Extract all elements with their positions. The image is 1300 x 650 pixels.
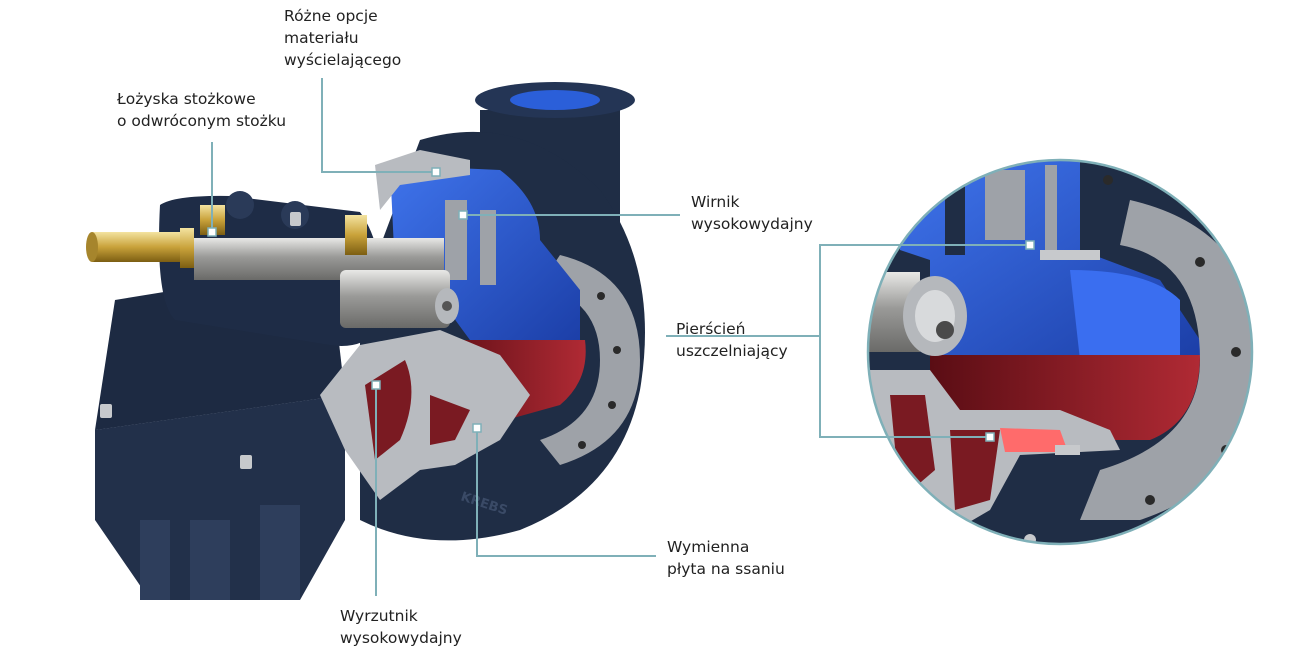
pump-shaft — [86, 205, 459, 328]
callout-impeller: Wirnik wysokowydajny — [691, 191, 813, 235]
callout-line: wysokowydajny — [691, 215, 813, 233]
callout-seal-ring: Pierścień uszczelniający — [676, 318, 788, 362]
pump-casing: KREBS — [320, 82, 645, 541]
zoom-detail — [866, 158, 1254, 546]
callout-line: Wyrzutnik — [340, 607, 418, 625]
callout-line: wysokowydajny — [340, 629, 462, 647]
callout-line: wyścielającego — [284, 51, 402, 69]
callout-line: płyta na ssaniu — [667, 560, 785, 578]
leader-lines — [211, 78, 1030, 596]
callout-line: Różne opcje — [284, 7, 378, 25]
callout-line: Pierścień — [676, 320, 746, 338]
callout-throat-bushing: Wyrzutnik wysokowydajny — [340, 605, 462, 649]
callout-line: o odwróconym stożku — [117, 112, 287, 130]
leader-anchors — [207, 167, 1035, 442]
callout-line: Wirnik — [691, 193, 740, 211]
callout-line: Łożyska stożkowe — [117, 90, 256, 108]
callout-line: materiału — [284, 29, 359, 47]
leader-ring — [666, 244, 1030, 438]
callout-line: Wymienna — [667, 538, 750, 556]
leader-plate — [476, 428, 656, 557]
callout-liner-options: Różne opcje materiału wyścielającego — [284, 5, 401, 71]
callout-line: uszczelniający — [676, 342, 788, 360]
callout-tapered-bearings: Łożyska stożkowe o odwróconym stożku — [117, 88, 286, 132]
callout-suction-plate: Wymienna płyta na ssaniu — [667, 536, 785, 580]
leader-liner — [321, 78, 436, 173]
